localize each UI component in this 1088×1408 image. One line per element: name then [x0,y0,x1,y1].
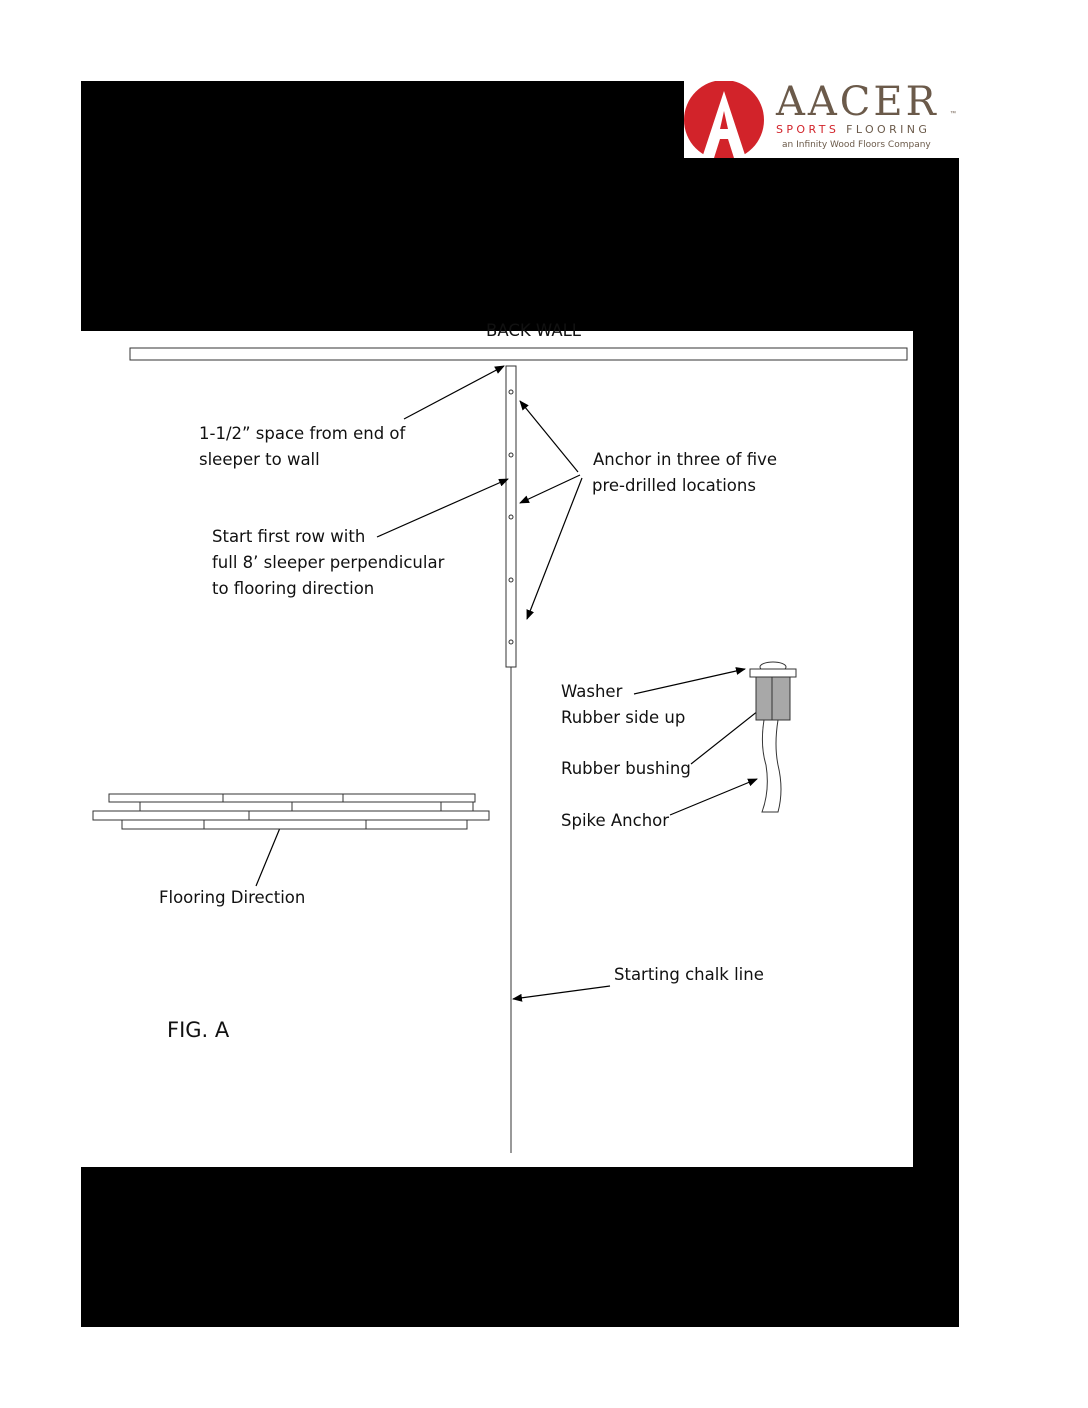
space-arrow [403,365,505,420]
first-row-note-line: full 8’ sleeper perpendicular [212,553,445,572]
washer-arrow [633,667,746,695]
drill-hole [508,577,514,583]
flooring-direction-label: Flooring Direction [159,888,306,907]
drill-hole [508,389,514,395]
washer-note: Washer Rubber side up [561,679,685,731]
aacer-logo: AACER ™ SPORTS FLOORING an Infinity Wood… [684,79,959,158]
flooring-boards [92,793,490,830]
drill-hole [508,514,514,520]
rubber-bushing [755,676,791,721]
bushing-arrow [690,702,769,765]
first-row-arrow [376,478,509,538]
first-row-note-line: to flooring direction [212,579,375,598]
logo-trademark: ™ [950,111,956,117]
washer-note-line: Rubber side up [561,708,686,727]
anchor-arrow-2 [519,474,581,504]
first-row-note-line: Start first row with [212,527,366,546]
spike-anchor-detail [749,661,797,813]
drill-hole [508,452,514,458]
logo-tagline-flooring: FLOORING [846,123,931,136]
back-wall-label: BACK WALL [486,321,581,340]
back-wall [129,347,908,361]
aacer-a-icon [684,81,764,158]
logo-wordmark: AACER [776,79,939,125]
spike [761,719,782,813]
spike-arrow [669,778,758,816]
logo-company: an Infinity Wood Floors Company [782,140,931,150]
anchor-arrow-3 [526,477,583,620]
anchor-note-line: pre-drilled locations [592,476,756,495]
anchor-arrow-1 [519,400,579,473]
space-note-line: sleeper to wall [199,450,320,469]
spike-note: Spike Anchor [561,811,670,830]
right-redaction-strip [913,81,959,1327]
space-note-line: 1-1/2” space from end of [199,424,406,443]
figure-label: FIG. A [167,1018,230,1042]
anchor-note-line: Anchor in three of five [593,450,778,469]
logo-tagline-sports: SPORTS [776,123,847,136]
washer-note-line: Washer [561,682,623,701]
logo-tagline: SPORTS FLOORING [776,123,930,136]
space-note: 1-1/2” space from end of sleeper to wall [199,421,405,473]
bushing-note: Rubber bushing [561,759,691,778]
chalk-line-label: Starting chalk line [614,965,764,984]
footer-redaction-block [81,1167,959,1327]
anchor-note: Anchor in three of five pre-drilled loca… [592,447,778,499]
chalk-line-arrow [512,985,611,1002]
first-row-note: Start first row with full 8’ sleeper per… [212,524,444,602]
drill-hole [508,639,514,645]
